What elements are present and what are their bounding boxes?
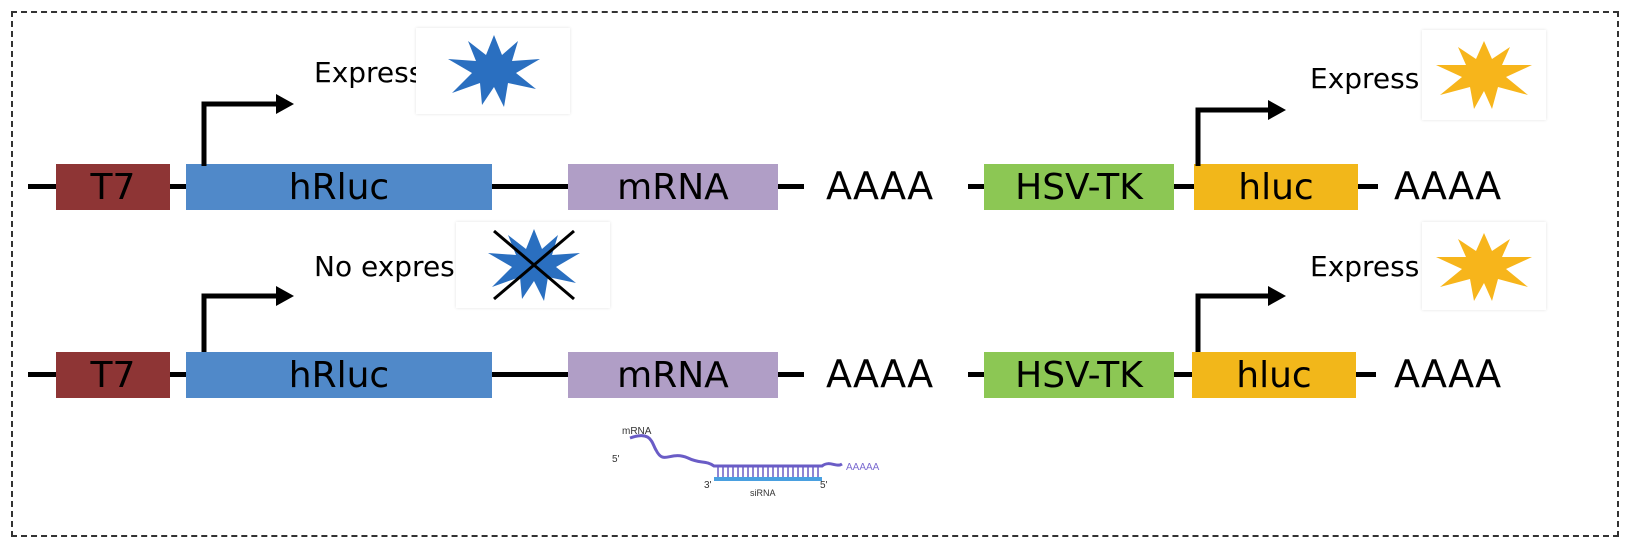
hsvtk-label: HSV-TK bbox=[1015, 354, 1143, 396]
hsvtk-promoter-box: HSV-TK bbox=[984, 352, 1174, 398]
backbone-segment bbox=[170, 184, 186, 189]
backbone-segment bbox=[492, 184, 568, 189]
duplex-mrna-label: mRNA bbox=[622, 426, 652, 437]
backbone-segment bbox=[968, 184, 984, 189]
hluc-gene-box: hluc bbox=[1192, 352, 1356, 398]
transcription-arrow-icon bbox=[198, 284, 298, 354]
dashed-border bbox=[11, 11, 1619, 537]
hsvtk-label: HSV-TK bbox=[1015, 166, 1143, 208]
backbone-segment bbox=[170, 372, 186, 377]
yellow-starburst-icon bbox=[1434, 230, 1534, 304]
hrluc-gene-box: hRluc bbox=[186, 352, 492, 398]
hluc-expression-status: Express bbox=[1310, 62, 1420, 95]
yellow-starburst-icon bbox=[1434, 38, 1534, 112]
backbone-segment bbox=[28, 184, 56, 189]
polya-tail-2: AAAA bbox=[1394, 352, 1502, 396]
polya-tail-2: AAAA bbox=[1394, 164, 1502, 208]
transcription-arrow-icon bbox=[1192, 98, 1292, 168]
backbone-segment bbox=[778, 184, 804, 189]
mrna-label: mRNA bbox=[617, 166, 729, 208]
t7-promoter-box: T7 bbox=[56, 352, 170, 398]
transcription-arrow-icon bbox=[198, 88, 298, 168]
hrluc-expression-status: No express bbox=[314, 250, 470, 283]
mrna-label: mRNA bbox=[617, 354, 729, 396]
hluc-label: hluc bbox=[1236, 354, 1312, 396]
crossed-blue-starburst-icon bbox=[486, 227, 582, 303]
hluc-expression-status: Express bbox=[1310, 250, 1420, 283]
duplex-five-prime-top: 5' bbox=[612, 454, 620, 465]
crossed-star-panel bbox=[456, 222, 610, 308]
t7-promoter-box: T7 bbox=[56, 164, 170, 210]
backbone-segment bbox=[1356, 372, 1376, 377]
backbone-segment bbox=[1174, 184, 1194, 189]
base-pair-ticks bbox=[717, 467, 819, 478]
blue-star-panel bbox=[416, 28, 570, 114]
hrluc-label: hRluc bbox=[288, 166, 390, 208]
hrluc-expression-status: Express bbox=[314, 56, 424, 89]
duplex-three-prime: 3' bbox=[704, 480, 712, 491]
hrluc-gene-box: hRluc bbox=[186, 164, 492, 210]
transcription-arrow-icon bbox=[1192, 284, 1292, 354]
t7-label: T7 bbox=[90, 354, 136, 396]
backbone-segment bbox=[28, 372, 56, 377]
t7-label: T7 bbox=[90, 166, 136, 208]
backbone-segment bbox=[1358, 184, 1378, 189]
hrluc-label: hRluc bbox=[288, 354, 390, 396]
sirna-mrna-duplex-inset: mRNA 5' AAAAA 3' siRNA 5' bbox=[600, 420, 900, 520]
mrna-target-box: mRNA bbox=[568, 164, 778, 210]
yellow-star-panel bbox=[1422, 222, 1546, 310]
backbone-segment bbox=[778, 372, 804, 377]
duplex-polya-label: AAAAA bbox=[846, 462, 880, 473]
polya-tail-1: AAAA bbox=[826, 164, 934, 208]
mrna-target-box: mRNA bbox=[568, 352, 778, 398]
duplex-sirna-label: siRNA bbox=[750, 488, 776, 498]
polya-tail-1: AAAA bbox=[826, 352, 934, 396]
duplex-five-prime-bottom: 5' bbox=[820, 480, 828, 491]
hluc-gene-box: hluc bbox=[1194, 164, 1358, 210]
hsvtk-promoter-box: HSV-TK bbox=[984, 164, 1174, 210]
backbone-segment bbox=[968, 372, 984, 377]
backbone-segment bbox=[1174, 372, 1192, 377]
hluc-label: hluc bbox=[1238, 166, 1314, 208]
backbone-segment bbox=[492, 372, 568, 377]
yellow-star-panel bbox=[1422, 30, 1546, 120]
blue-starburst-icon bbox=[446, 33, 542, 109]
